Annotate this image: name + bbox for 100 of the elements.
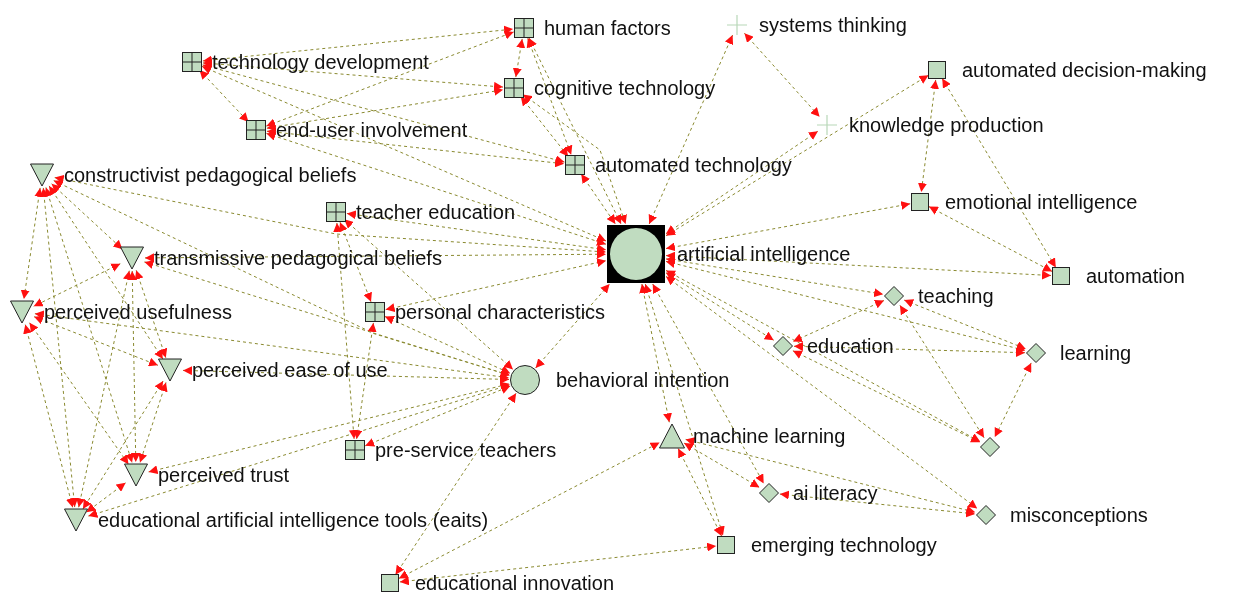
node-label: ai literacy <box>793 481 878 505</box>
arrow <box>779 490 976 518</box>
arrow <box>512 38 526 78</box>
arrow <box>665 272 775 341</box>
arrow <box>182 366 510 384</box>
arrow <box>29 322 129 465</box>
arrow <box>199 69 249 123</box>
arrow <box>39 187 79 508</box>
arrow <box>685 437 976 515</box>
arrow <box>648 34 734 225</box>
arrow <box>941 78 1057 268</box>
arrow <box>202 62 565 165</box>
node-label: automated decision-making <box>962 58 1207 82</box>
node-label: cognitive technology <box>534 76 716 100</box>
arrow <box>201 65 607 242</box>
arrow <box>665 201 911 252</box>
node-label: behavioral intention <box>556 368 730 392</box>
arrow <box>792 350 981 443</box>
node-label: educational innovation <box>415 571 615 595</box>
arrow <box>339 221 372 303</box>
arrow <box>665 255 884 298</box>
arrow <box>33 263 121 307</box>
arrow <box>385 258 607 313</box>
node-label: automation <box>1086 264 1185 288</box>
arrow <box>665 251 1052 280</box>
arrow <box>346 210 607 253</box>
arrow <box>522 93 627 225</box>
arrow <box>395 392 517 576</box>
arrow <box>903 299 1027 350</box>
arrow <box>148 381 510 475</box>
arrow <box>333 222 358 440</box>
node-label: constructivist pedagogical beliefs <box>64 163 357 187</box>
node-label: artificial intelligence <box>677 242 851 266</box>
arrow <box>918 79 939 193</box>
node-label: knowledge production <box>849 113 1044 137</box>
node-label: misconceptions <box>1010 503 1148 527</box>
arrow <box>398 442 661 579</box>
node-label: perceived ease of use <box>192 358 388 382</box>
arrow <box>665 269 981 443</box>
node-label: machine learning <box>693 424 846 448</box>
arrow <box>134 269 168 359</box>
node-label: emotional intelligence <box>945 190 1138 214</box>
arrow <box>665 259 1026 353</box>
node-label: personal characteristics <box>395 300 606 324</box>
arrow <box>793 342 1026 357</box>
arrow <box>44 186 134 464</box>
arrow <box>399 542 717 586</box>
node-label: systems thinking <box>759 13 907 37</box>
arrow <box>87 383 511 518</box>
arrow <box>20 187 44 300</box>
node-label: end-user involvement <box>276 118 468 142</box>
arrow <box>23 324 75 508</box>
arrow <box>535 283 611 369</box>
node-label: pre-service teachers <box>375 438 557 462</box>
arrow <box>928 206 1053 272</box>
arrow <box>51 183 123 250</box>
node-label: perceived trust <box>158 463 290 487</box>
arrow <box>343 218 514 370</box>
node-label: technology development <box>212 50 429 74</box>
arrow <box>85 482 127 513</box>
node-label: learning <box>1060 341 1132 365</box>
node-label: educational artificial intelligence tools (eaits) <box>98 508 489 532</box>
node-label: transmissive pedagogical beliefs <box>154 246 442 270</box>
arrow <box>143 260 511 377</box>
arrow <box>665 130 819 235</box>
arrow <box>665 275 978 509</box>
arrow <box>665 74 929 237</box>
arrow <box>792 300 885 342</box>
arrow <box>677 448 723 537</box>
arrow <box>82 380 164 510</box>
arrow <box>528 37 622 225</box>
arrow <box>526 37 573 156</box>
node-label: education <box>807 334 894 358</box>
arrow <box>520 96 569 157</box>
arrow <box>48 185 164 360</box>
arrow <box>54 174 607 256</box>
arrow <box>683 442 760 488</box>
arrow <box>364 385 511 447</box>
arrow <box>33 315 159 367</box>
node-label: perceived usefulness <box>44 300 232 324</box>
node-label: automated technology <box>595 153 792 177</box>
arrow <box>580 173 616 225</box>
arrow <box>266 131 607 246</box>
arrow <box>76 270 132 508</box>
arrow <box>266 127 565 168</box>
arrow <box>265 30 515 128</box>
node-label: teacher education <box>356 200 515 224</box>
node-label: human factors <box>544 16 671 40</box>
arrow <box>266 86 504 132</box>
arrow <box>138 381 168 464</box>
arrow <box>202 59 504 91</box>
arrow <box>652 283 765 484</box>
arrow <box>639 283 672 423</box>
arrow <box>202 25 514 65</box>
node-label: emerging technology <box>751 533 937 557</box>
arrow <box>643 283 725 536</box>
arrow <box>994 362 1032 438</box>
arrow <box>743 32 821 118</box>
arrow <box>384 316 511 374</box>
arrow <box>899 304 985 439</box>
